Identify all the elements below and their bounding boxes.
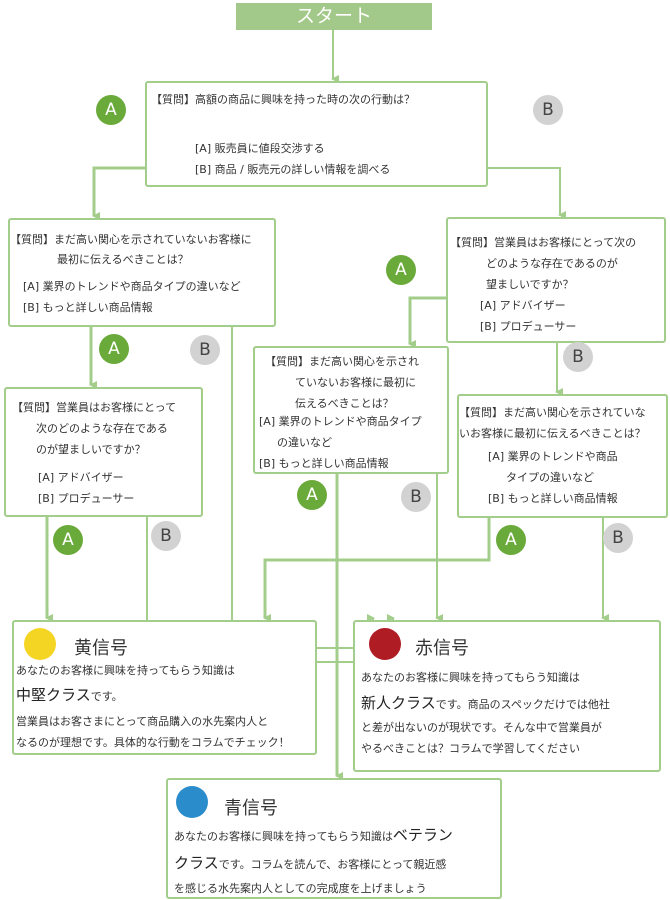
question-text: 望ましいですか？ — [486, 278, 574, 291]
level-label: ベテラン — [392, 826, 453, 844]
result-blue: 青信号 あなたのお客様に興味を持ってもらう知識はベテラン クラスです。コラムを読… — [166, 778, 502, 899]
option-b: [B] プロデューサー — [480, 320, 577, 333]
result-text: 新人クラスです。商品のスペックだけでは他社 — [361, 692, 610, 713]
option-a: [A] 業界のトレンドや商品タイプ — [259, 415, 422, 428]
question-box-4: 【質問】まだ高い関心を示され ていないお客様に最初に 伝えるべきことは？ [A]… — [253, 346, 449, 474]
option-a: [A] 販売員に値段交渉する — [195, 142, 325, 155]
result-text: クラスです。コラムを読んで、お客様にとって親近感 — [174, 852, 446, 873]
option-b: [B] 商品 / 販売元の詳しい情報を調べる — [195, 163, 391, 176]
option-a: [A] 業界のトレンドや商品タイプの違いなど — [23, 280, 241, 293]
badge-a: A — [53, 525, 83, 555]
level-label: 新人クラス — [361, 694, 436, 712]
option-b: [B] もっと詳しい商品情報 — [259, 457, 389, 470]
question-box-6: 【質問】営業員はお客様にとって 次のどのような存在である のが望ましいですか？ … — [4, 387, 203, 517]
result-text: です。コラムを読んで、お客様にとって親近感 — [218, 858, 447, 871]
badge-b: B — [190, 335, 220, 365]
badge-a: A — [386, 255, 416, 285]
badge-a: A — [496, 525, 526, 555]
badge-b: B — [603, 523, 633, 553]
option-b: [B] プロデューサー — [38, 492, 135, 505]
question-text: どのような存在であるのが — [486, 257, 618, 270]
question-box-1: 【質問】高額の商品に興味を持った時の次の行動は？ [A] 販売員に値段交渉する … — [145, 81, 488, 187]
question-text: 【質問】営業員はお客様にとって次の — [450, 236, 637, 249]
result-text: なるのが理想です。具体的な行動をコラムでチェック！ — [16, 736, 290, 749]
result-text: を感じる水先案内人としての完成度を上げましょう — [174, 882, 427, 895]
question-box-2: 【質問】まだ高い関心を示されていないお客様に 最初に伝えるべきことは？ [A] … — [8, 218, 276, 327]
blue-signal-icon — [176, 786, 208, 818]
result-title: 青信号 — [224, 798, 278, 819]
question-text: のが望ましいですか？ — [36, 443, 146, 456]
line-q3-a — [408, 296, 446, 348]
result-text: と差が出ないのが現状です。そんな中で営業員が — [361, 721, 602, 734]
question-text: 最初に伝えるべきことは？ — [57, 253, 189, 266]
question-text: 【質問】まだ高い関心を示されていないお客様に — [10, 233, 252, 246]
result-title: 赤信号 — [415, 638, 469, 659]
result-text: やるべきことは？コラムで学習してください — [361, 742, 581, 755]
question-text: 【質問】まだ高い関心を示され — [265, 355, 419, 368]
option-a: タイプの違いなど — [506, 471, 594, 484]
badge-a: A — [96, 95, 126, 125]
result-title: 黄信号 — [74, 638, 128, 659]
start-node: スタート — [236, 3, 432, 30]
result-text: 中堅クラスです。 — [16, 684, 123, 705]
option-a: [A] 業界のトレンドや商品 — [488, 450, 618, 463]
question-text: いお客様に最初に伝えるべきことは？ — [459, 427, 646, 440]
question-text: ていないお客様に最初に — [295, 376, 416, 389]
badge-a: A — [297, 480, 327, 510]
result-text: です。商品のスペックだけでは他社 — [435, 698, 610, 711]
line-q5-a — [263, 518, 491, 622]
red-signal-icon — [369, 628, 401, 660]
result-yellow: 黄信号 あなたのお客様に興味を持ってもらう知識は 中堅クラスです。 営業員はお客… — [12, 620, 317, 755]
question-text: 伝えるべきことは？ — [295, 397, 394, 410]
result-text: です。 — [90, 690, 123, 703]
badge-b: B — [151, 521, 181, 551]
option-b: [B] もっと詳しい商品情報 — [23, 301, 153, 314]
question-box-3: 【質問】営業員はお客様にとって次の どのような存在であるのが 望ましいですか？ … — [446, 217, 666, 343]
question-box-5: 【質問】まだ高い関心を示されていな いお客様に最初に伝えるべきことは？ [A] … — [457, 394, 668, 518]
level-label: クラス — [174, 854, 219, 872]
question-text: 【質問】まだ高い関心を示されていな — [459, 406, 646, 419]
badge-b: B — [563, 342, 593, 372]
result-text: あなたのお客様に興味を持ってもらう知識は — [174, 830, 393, 843]
option-a: [A] アドバイザー — [38, 471, 124, 484]
line-q1-a — [92, 166, 145, 220]
result-red: 赤信号 あなたのお客様に興味を持ってもらう知識は 新人クラスです。商品のスペック… — [353, 620, 661, 772]
badge-a: A — [99, 334, 129, 364]
result-text: あなたのお客様に興味を持ってもらう知識は — [16, 664, 235, 677]
result-text: あなたのお客様に興味を持ってもらう知識はベテラン — [174, 824, 453, 845]
line-q1-b — [488, 167, 566, 219]
option-b: [B] もっと詳しい商品情報 — [488, 492, 618, 505]
question-text: 【質問】高額の商品に興味を持った時の次の行動は？ — [151, 93, 415, 106]
level-label: 中堅クラス — [16, 686, 91, 704]
result-text: あなたのお客様に興味を持ってもらう知識は — [361, 671, 580, 684]
badge-b: B — [401, 482, 431, 512]
option-a: [A] アドバイザー — [480, 299, 566, 312]
question-text: 次のどのような存在である — [36, 422, 168, 435]
yellow-signal-icon — [24, 628, 56, 660]
badge-b: B — [533, 95, 563, 125]
option-a: の違いなど — [277, 436, 332, 449]
question-text: 【質問】営業員はお客様にとって — [12, 401, 177, 414]
result-text: 営業員はお客さまにとって商品購入の水先案内人と — [16, 715, 269, 728]
